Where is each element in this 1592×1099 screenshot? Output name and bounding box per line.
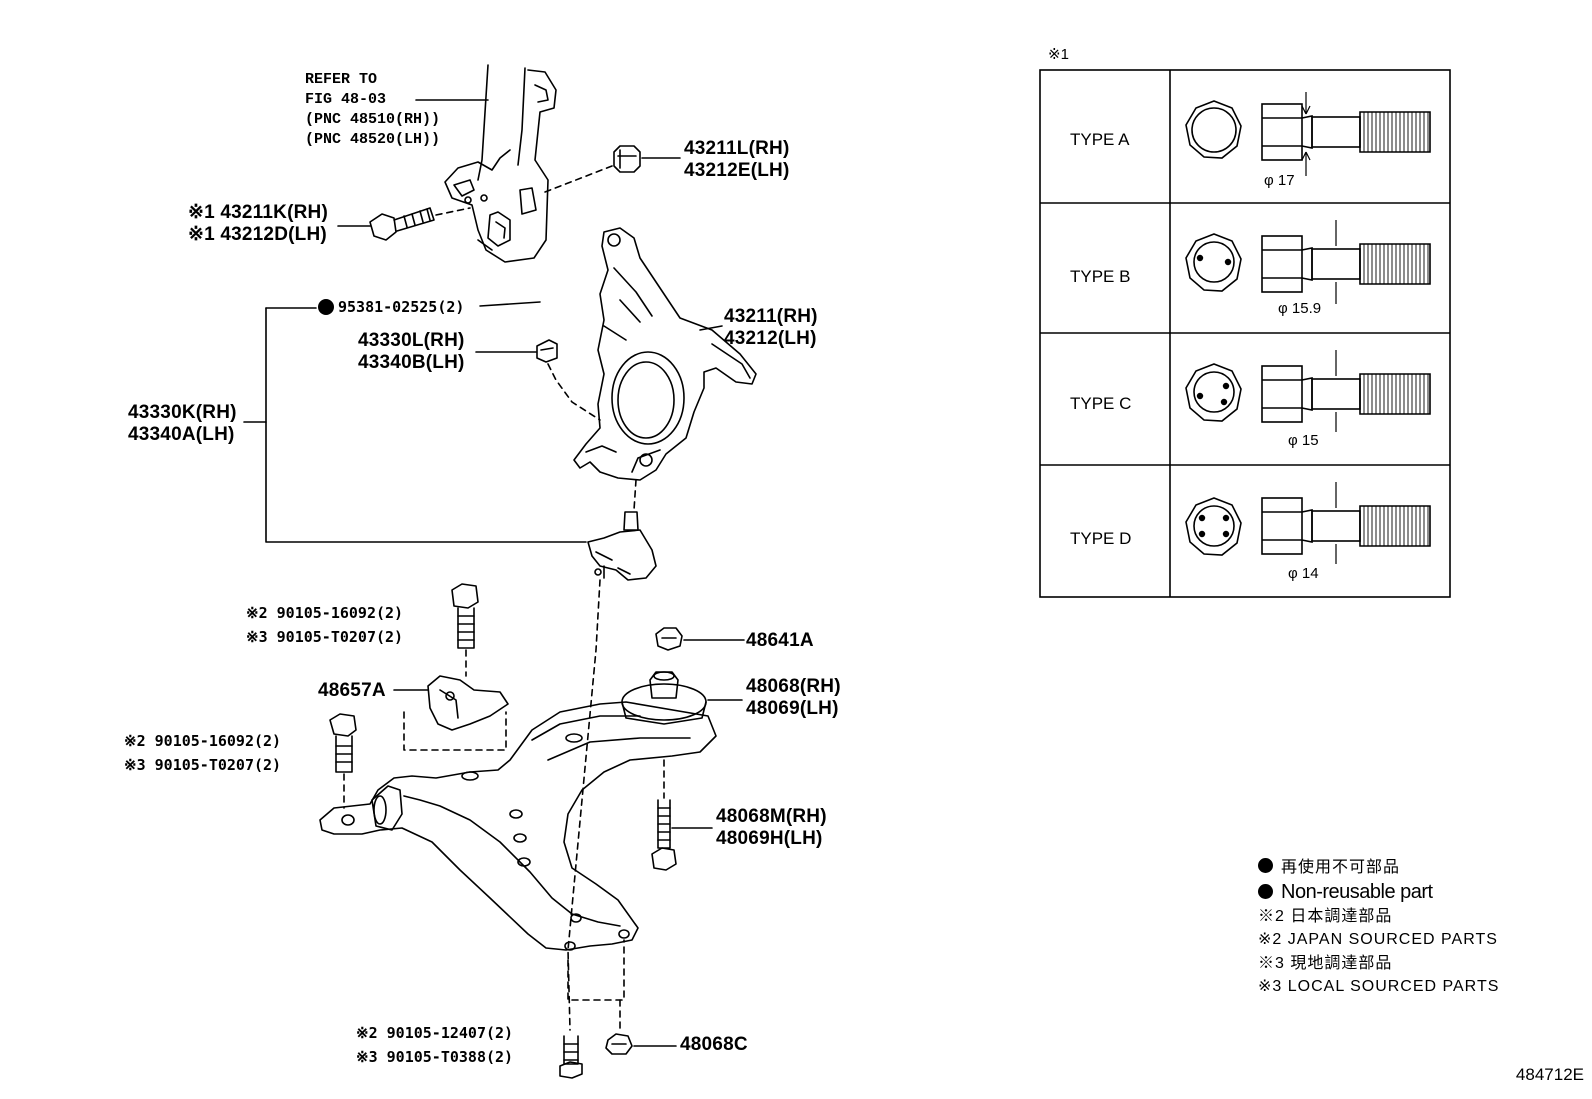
part-label: 43212E(LH) <box>684 160 790 181</box>
part-label: 48068C <box>680 1034 748 1055</box>
bullet-icon <box>1258 884 1273 899</box>
part-label: ※1 43211K(RH) <box>188 202 328 223</box>
reference-line2: FIG 48-03 <box>305 91 387 108</box>
bolt-48068m-drawing <box>651 799 677 871</box>
part-label: 43211L(RH) <box>684 138 790 159</box>
part-label: 48068M(RH) <box>716 806 827 827</box>
reference-line3: (PNC 48510(RH)) <box>305 111 441 128</box>
diameter-label: φ 17 <box>1264 172 1295 189</box>
part-label: 48068(RH) <box>746 676 841 697</box>
part-label: 43340A(LH) <box>128 424 235 445</box>
legend-line: ※2 JAPAN SOURCED PARTS <box>1258 931 1498 948</box>
strut-bracket-drawing <box>444 64 557 263</box>
steering-knuckle-drawing <box>573 227 757 481</box>
type-label: TYPE C <box>1070 394 1132 413</box>
dashed-assembly-lines <box>343 165 665 1031</box>
part-label: 43330K(RH) <box>128 402 237 423</box>
reference-line1: REFER TO <box>305 71 378 88</box>
lower-control-arm-drawing <box>319 701 717 951</box>
part-label: ※3 90105-T0388(2) <box>356 1048 514 1066</box>
part-label: ※2 90105-12407(2) <box>356 1024 514 1042</box>
part-label: 95381-02525(2) <box>338 298 465 316</box>
table-note: ※1 <box>1048 46 1069 63</box>
legend-line: ※2 日本調達部品 <box>1258 908 1393 925</box>
part-label: ※2 90105-16092(2) <box>246 604 404 622</box>
reference-line4: (PNC 48520(LH)) <box>305 131 441 148</box>
nut-48068c-drawing <box>605 1033 633 1055</box>
legend-line: 再使用不可部品 <box>1258 856 1400 879</box>
part-label: ※1 43212D(LH) <box>188 224 327 245</box>
legend-line: Non-reusable part <box>1258 881 1433 904</box>
bolt-left-drawing <box>329 713 357 773</box>
bolt-type-table <box>1039 69 1451 598</box>
part-label: ※3 90105-T0207(2) <box>246 628 404 646</box>
diameter-label: φ 15.9 <box>1278 300 1322 317</box>
ball-joint-drawing <box>587 511 657 581</box>
flange-nut-drawing <box>613 145 641 173</box>
part-label: 43211(RH) <box>724 306 818 327</box>
diameter-label: φ 14 <box>1288 565 1319 582</box>
part-label: ※3 90105-T0207(2) <box>124 756 282 774</box>
part-label: 43212(LH) <box>724 328 817 349</box>
diameter-label: φ 15 <box>1288 432 1319 449</box>
part-label: 48069H(LH) <box>716 828 823 849</box>
type-label: TYPE A <box>1070 130 1130 149</box>
legend-line: ※3 LOCAL SOURCED PARTS <box>1258 978 1500 995</box>
part-label: 48069(LH) <box>746 698 839 719</box>
non-reusable-dot-icon <box>318 299 334 315</box>
bolt-bottom-drawing <box>559 1035 583 1079</box>
part-label: 43340B(LH) <box>358 352 465 373</box>
bullet-icon <box>1258 858 1273 873</box>
bolt-upper-drawing <box>451 583 479 649</box>
type-label: TYPE B <box>1070 267 1131 286</box>
part-label: 48657A <box>318 680 386 701</box>
legend-line: ※3 現地調達部品 <box>1258 955 1393 972</box>
bracket-48657a-drawing <box>427 675 509 731</box>
part-label: 43330L(RH) <box>358 330 465 351</box>
cam-bolt-drawing <box>369 207 435 241</box>
dust-cover-drawing <box>536 339 558 363</box>
part-label: 48641A <box>746 630 814 651</box>
figure-id: 484712E <box>1515 1065 1584 1084</box>
nut-48641a-drawing <box>655 627 683 651</box>
part-label: ※2 90105-16092(2) <box>124 732 282 750</box>
leader-lines <box>243 99 745 1047</box>
type-label: TYPE D <box>1070 529 1132 548</box>
